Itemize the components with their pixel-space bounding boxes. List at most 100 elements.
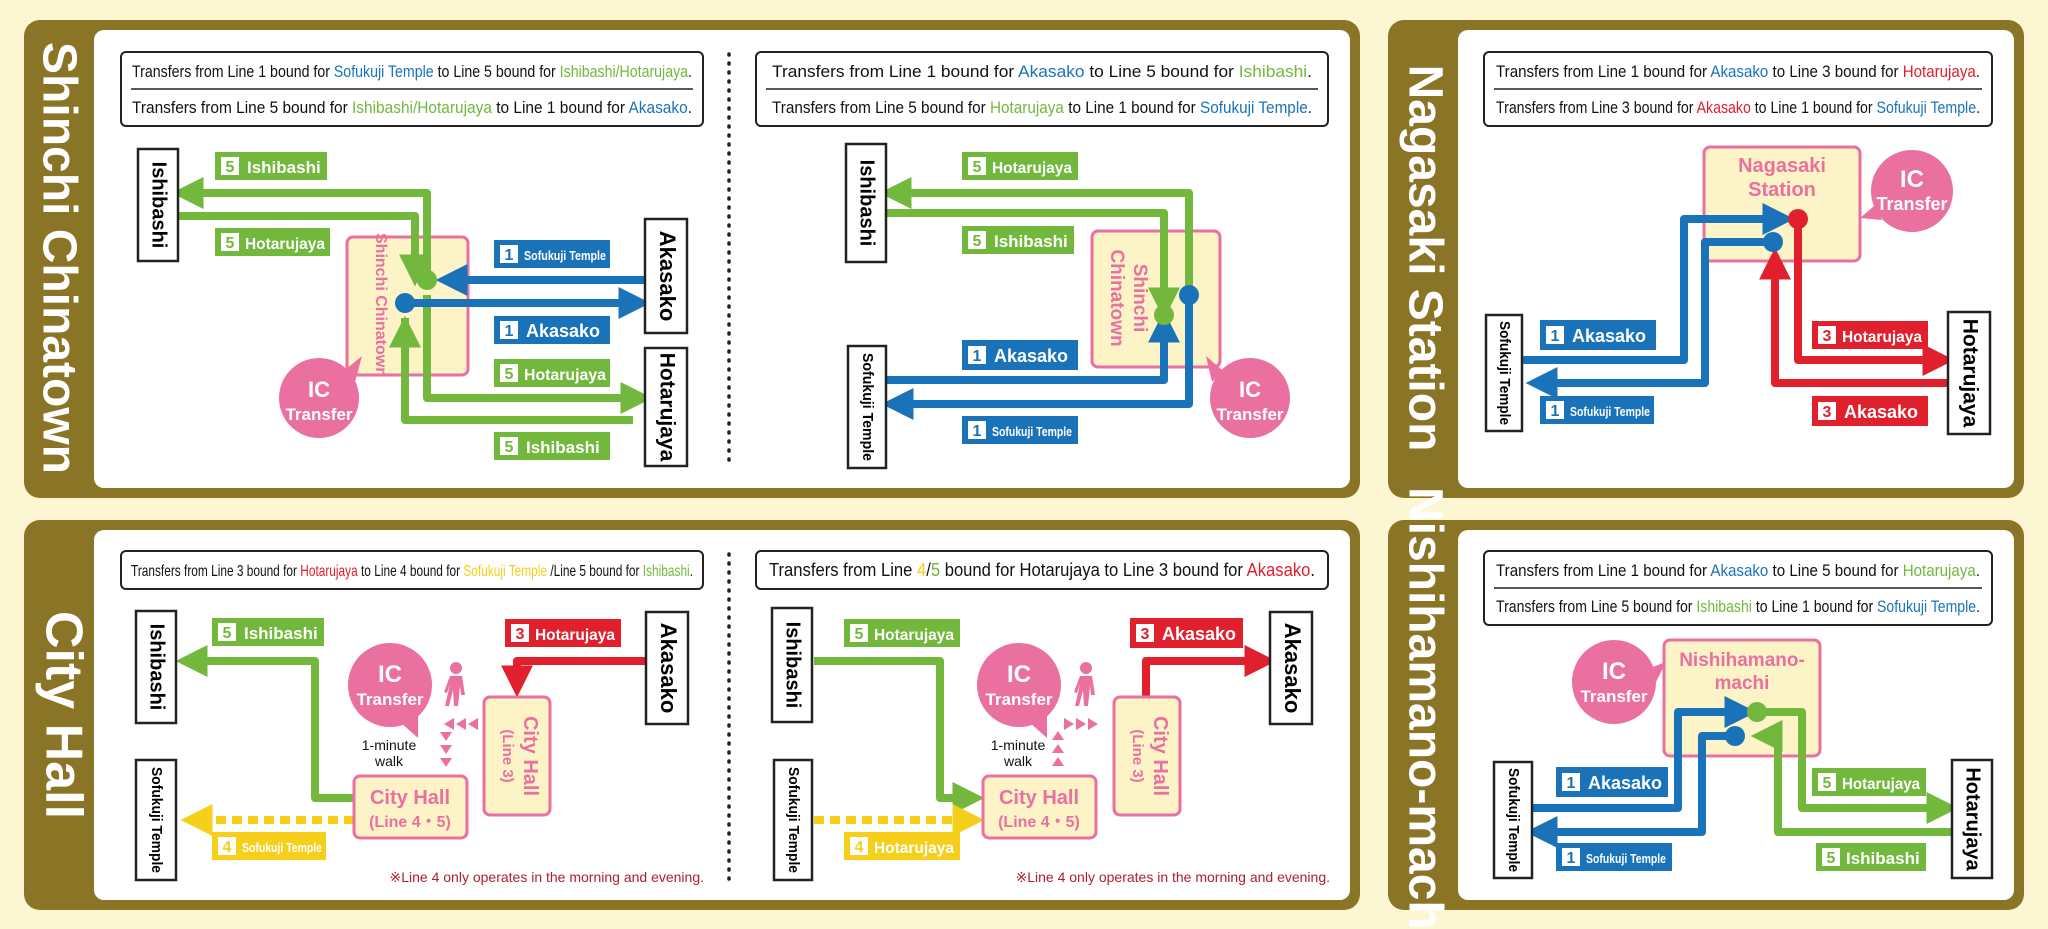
ic-label: IC: [1602, 658, 1626, 685]
ic-label: Transfer: [1876, 194, 1947, 214]
note-text: ※Line 4 only operates in the morning and…: [390, 869, 705, 885]
ic-transfer-icon: [1871, 150, 1953, 232]
station-label: (Line 4・5): [369, 814, 451, 831]
shinchi-right-diagram: Shinchi Chinatown Ishibashi Sofukuji Tem…: [844, 142, 1290, 470]
pedestrian-icon: [1074, 662, 1095, 706]
line-badge: 1 Sofukuji Temple: [494, 240, 610, 268]
line-badge: 5 Ishibashi: [962, 226, 1074, 254]
destination-label: Sofukuji Temple: [1505, 768, 1522, 872]
walk-label: walk: [374, 753, 404, 769]
route-line: [1525, 732, 1735, 848]
destination-label: Akasako: [656, 623, 681, 714]
walk-arrows: [1052, 718, 1098, 766]
header-line: Transfers from Line 5 bound for Ishibash…: [132, 98, 692, 117]
svg-text:1: 1: [1567, 775, 1576, 792]
destination-box: [1946, 310, 1992, 436]
platform-dot: [395, 293, 415, 313]
header-line: Transfers from Line 1 bound for Akasako …: [1496, 561, 1980, 580]
station-box: [482, 695, 552, 817]
destination-box: [1484, 313, 1524, 433]
svg-text:Ishibashi: Ishibashi: [247, 158, 321, 177]
line-badge: 3 Hotarujaya: [505, 619, 621, 647]
pedestrian-icon: [444, 662, 465, 706]
route-line: [1504, 203, 1795, 364]
svg-text:Ishibashi: Ishibashi: [1846, 849, 1920, 868]
svg-text:3: 3: [1141, 626, 1150, 643]
ic-bubble-tail: [1860, 206, 1882, 220]
line-badge: 5 Ishibashi: [212, 618, 324, 646]
header-line: Transfers from Line 1 bound for Akasako …: [772, 62, 1312, 81]
header-line: Transfers from Line 1 bound for Sofukuji…: [132, 62, 692, 81]
station-label: (Line 3): [499, 729, 516, 782]
ic-label: Transfer: [356, 690, 423, 709]
line-badge: 5 Ishibashi: [215, 152, 327, 180]
line-badge: 1 Sofukuji Temple: [1556, 843, 1672, 871]
line-badge: 5 Hotarujaya: [844, 619, 960, 647]
station-label: City Hall: [370, 787, 450, 809]
svg-text:Sofukuji Temple: Sofukuji Temple: [242, 840, 322, 855]
station-label: City Hall: [999, 787, 1079, 809]
destination-box: [1950, 758, 1994, 880]
line-badge: 5 Hotarujaya: [215, 228, 330, 256]
ic-transfer-icon: [1210, 358, 1290, 438]
header-line: Transfers from Line 1 bound for Akasako …: [1496, 62, 1980, 81]
destination-box: [136, 147, 180, 263]
ic-transfer-icon: [279, 358, 359, 438]
svg-text:5: 5: [855, 626, 864, 643]
route-line: [879, 177, 1193, 295]
station-label: Station: [1748, 179, 1816, 201]
station-label: City Hall: [519, 716, 541, 796]
svg-text:Sofukuji Temple: Sofukuji Temple: [1586, 851, 1666, 866]
route-line: [423, 295, 653, 414]
svg-text:Hotarujaya: Hotarujaya: [874, 627, 954, 644]
ic-label: IC: [378, 661, 402, 688]
destination-label: Sofukuji Temple: [785, 767, 802, 873]
header-box: [120, 550, 704, 590]
cityhall-left-diagram: City Hall (Line 4・5) City Hall (Line 3) …: [134, 609, 705, 885]
line-badge: 3 Akasako: [1812, 396, 1928, 426]
destination-label: Akasako: [655, 231, 680, 322]
destination-label: Akasako: [1280, 623, 1305, 714]
destination-label: Sofukuji Temple: [1496, 321, 1513, 425]
svg-text:3: 3: [1823, 328, 1832, 345]
route-line: [178, 212, 431, 287]
svg-text:1: 1: [1551, 328, 1560, 345]
destination-box: [770, 606, 814, 724]
svg-text:Akasako: Akasako: [1572, 326, 1646, 346]
route-line: [501, 657, 646, 698]
svg-text:Sofukuji Temple: Sofukuji Temple: [524, 248, 606, 263]
walk-label: 1-minute: [991, 737, 1046, 753]
svg-text:Hotarujaya: Hotarujaya: [992, 160, 1072, 177]
walk-arrows: [440, 718, 478, 767]
destination-box: [644, 610, 690, 726]
station-label: City Hall: [1149, 716, 1171, 796]
ic-bubble-tail: [1206, 356, 1222, 382]
destination-box: [844, 142, 888, 264]
platform-dot: [417, 270, 437, 290]
ic-label: Transfer: [985, 690, 1052, 709]
line-badge: 4 Hotarujaya: [844, 832, 960, 860]
walk-label: walk: [1003, 753, 1033, 769]
station-label: Shinchi: [1129, 264, 1150, 333]
svg-text:Akasako: Akasako: [526, 321, 600, 341]
svg-text:4: 4: [223, 839, 232, 856]
ic-transfer-icon: [1572, 640, 1656, 724]
platform-dot: [1154, 305, 1174, 325]
station-box: [1112, 695, 1182, 817]
platform-dot: [1747, 702, 1767, 722]
ic-bubble-tail: [345, 356, 362, 382]
destination-label: Ishibashi: [856, 160, 878, 247]
svg-text:Hotarujaya: Hotarujaya: [524, 367, 606, 384]
svg-text:Hotarujaya: Hotarujaya: [245, 236, 325, 253]
destination-label: Ishibashi: [148, 162, 170, 249]
svg-text:1: 1: [505, 247, 514, 264]
station-label: Shinchi Chinatown: [372, 233, 389, 377]
line-badge: 5 Hotarujaya: [1812, 768, 1926, 796]
svg-text:Hotarujaya: Hotarujaya: [1842, 329, 1922, 346]
line-badge: 3 Akasako: [1130, 618, 1243, 648]
station-box: [981, 774, 1098, 840]
ic-transfer-icon: [348, 643, 432, 727]
ic-bubble-tail: [1650, 662, 1666, 686]
header-line: Transfers from Line 3 bound for Hotaruja…: [131, 563, 693, 580]
svg-text:5: 5: [1823, 775, 1832, 792]
